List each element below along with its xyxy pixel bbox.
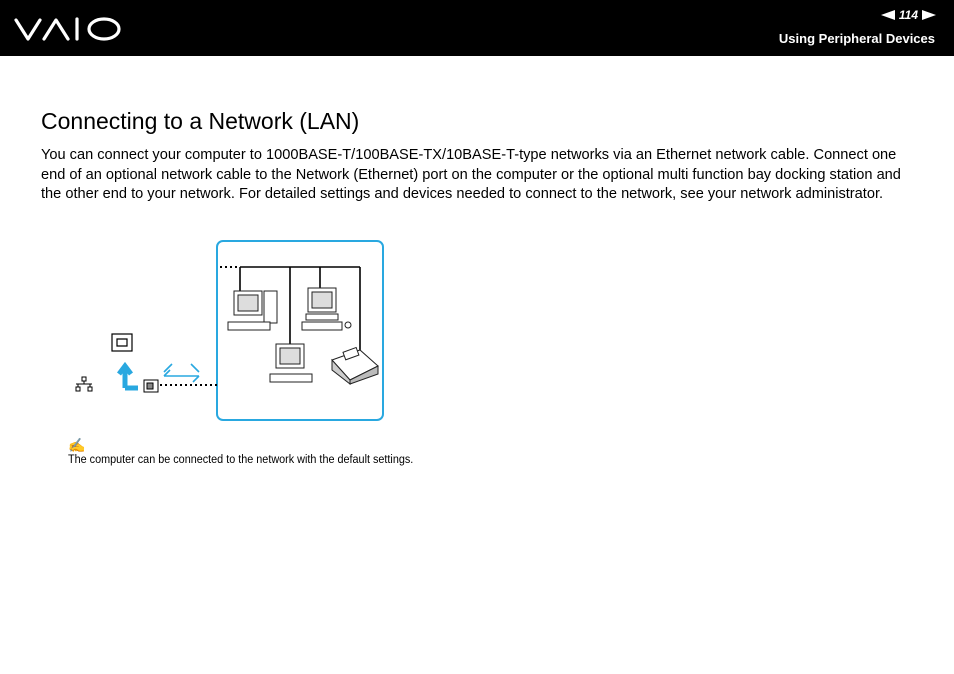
connection-arrow-icon [117, 361, 138, 391]
printer-icon [331, 346, 379, 386]
lan-network-icon [75, 376, 93, 392]
section-title: Using Peripheral Devices [778, 31, 935, 46]
direction-arrow-icon [163, 363, 200, 373]
desktop-computer-icon [227, 290, 278, 331]
page-number: 114 [898, 8, 918, 22]
pencil-note-icon: ✍ [68, 437, 86, 453]
vaio-logo [14, 17, 121, 41]
page-navigation: 114 [880, 8, 936, 22]
page-title: Connecting to a Network (LAN) [41, 108, 360, 134]
direction-arrow-icon [163, 369, 200, 383]
desktop-computer-icon [301, 287, 352, 331]
page-header: 114 Using Peripheral Devices [0, 0, 954, 56]
previous-page-icon[interactable] [880, 10, 895, 20]
note-text: The computer can be connected to the net… [68, 452, 414, 466]
network-diagram [75, 240, 384, 421]
body-paragraph: You can connect your computer to 1000BAS… [41, 147, 901, 203]
desktop-computer-icon [269, 343, 313, 383]
ethernet-plug-icon [143, 379, 159, 393]
next-page-icon[interactable] [922, 10, 936, 20]
ethernet-wall-jack-icon [111, 333, 133, 352]
